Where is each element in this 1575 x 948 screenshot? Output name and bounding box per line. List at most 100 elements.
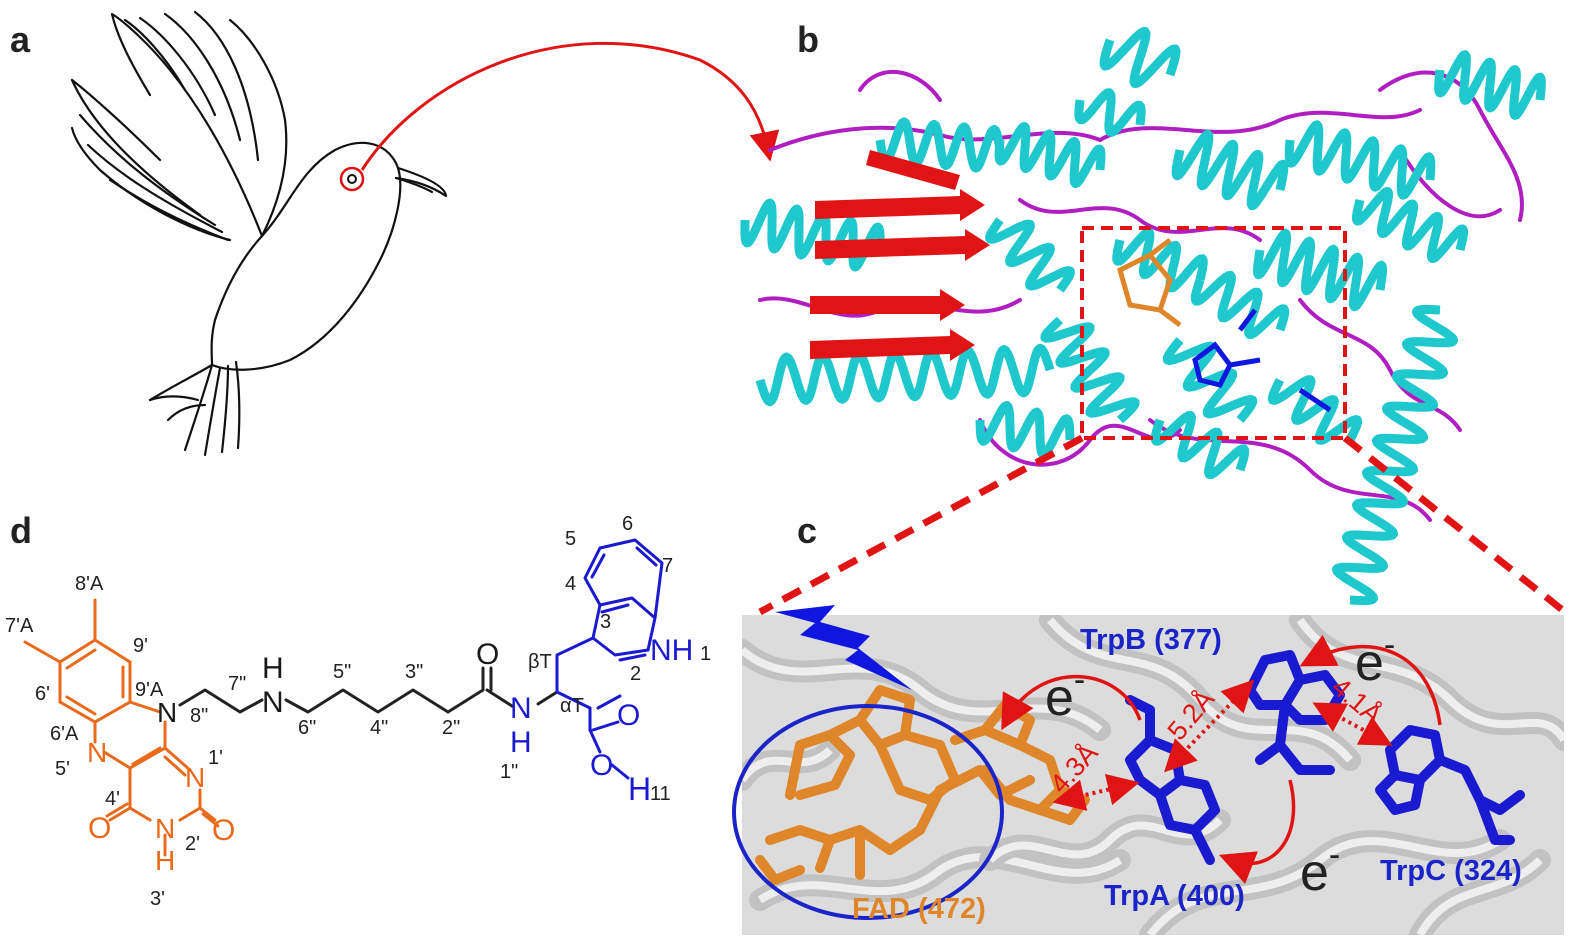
panel-letter-a: a [10, 19, 31, 60]
grey-ribbon-highlight-1 [757, 853, 1123, 904]
helix-8 [1253, 228, 1387, 312]
isoalloxazine-bonds [23, 598, 220, 857]
pos-indole-5: 5 [565, 528, 576, 550]
helix-12 [985, 217, 1075, 293]
beta-strand-1 [815, 229, 990, 261]
helix-16 [1267, 375, 1363, 445]
panel-letter-c: c [797, 510, 817, 551]
electron-arrow-2 [1218, 779, 1296, 884]
panel-a: a [10, 10, 780, 457]
atom-N3: N [155, 813, 175, 844]
atom-H3: H [155, 845, 175, 876]
eye-icon [347, 174, 357, 184]
pos-4dp: 4" [370, 717, 388, 739]
beta-strand-3 [810, 329, 975, 361]
hummingbird-drawing [70, 10, 448, 457]
eye-highlight [339, 166, 365, 192]
helix-19 [1190, 271, 1290, 339]
fad-small [1117, 238, 1182, 327]
helix-2 [875, 117, 1005, 173]
structure-position-labels: 8'A 7'A 9' 9'A 6' 6'A 5' 1' 4' 2' 3' 8" … [5, 513, 711, 910]
distance-arrow-trpA-trpB [1164, 679, 1255, 773]
grey-ribbon-highlight-4 [1146, 836, 1503, 935]
trpB-label: TrpB (377) [1080, 624, 1222, 656]
helix-13 [1112, 227, 1208, 293]
pos-1dp: 1" [500, 761, 518, 783]
helix-1 [755, 343, 1055, 407]
tryptophan-bonds [555, 538, 664, 780]
atom-O-acid: O [617, 699, 640, 732]
pos-6A: 6'A [50, 723, 79, 745]
pos-8dp: 8" [190, 705, 208, 727]
zoom-line-right [1342, 435, 1568, 615]
pos-6dp: 6" [298, 717, 316, 739]
helix-18 [1352, 187, 1468, 263]
grey-ribbon-highlight-3 [1296, 617, 1564, 743]
atom-O-amide: O [476, 638, 499, 671]
trp-small [1192, 308, 1332, 413]
helix-5 [1171, 129, 1289, 211]
pos-3p: 3' [150, 888, 165, 910]
trpC-label: TrpC (324) [1380, 855, 1522, 887]
helix-6 [1040, 316, 1140, 424]
pos-indole-3: 3 [600, 611, 611, 633]
atom-N-amide: N [510, 692, 532, 725]
helix-0 [740, 198, 885, 272]
helix-9 [1284, 120, 1436, 200]
fad-molecule [755, 685, 1090, 885]
trpC-molecule [1375, 725, 1525, 845]
atom-N5: N [87, 737, 107, 768]
pos-5dp: 5" [333, 661, 351, 683]
distance-arrow-trpB-trpC [1312, 702, 1393, 746]
electron-label-3: e- [1355, 626, 1395, 692]
pos-indole-7: 7 [662, 555, 673, 577]
distance-arrow-fad-trpA [1052, 773, 1140, 811]
pos-indole-1: 1 [700, 643, 711, 665]
fad-ellipse [732, 704, 1004, 920]
atom-N1: N [185, 762, 205, 793]
atom-N10: N [157, 697, 177, 728]
panel-c: c [732, 510, 1564, 935]
fad-label: FAD (472) [852, 893, 986, 925]
pos-betaT: βT [528, 651, 552, 673]
linker-bonds [178, 666, 559, 714]
atom-NH-indole: NH [650, 634, 693, 667]
helix-10 [1434, 50, 1546, 120]
grey-ribbon-highlight-0 [742, 646, 1103, 734]
trpA-molecule [1125, 695, 1220, 865]
atom-H-amine: H [262, 652, 284, 685]
pos-indole-2: 2 [630, 663, 641, 685]
helix-11 [1332, 304, 1458, 606]
panel-d: d [5, 510, 711, 910]
zoom-box [1080, 226, 1347, 440]
helix-4 [1099, 27, 1181, 88]
loop-9 [1398, 148, 1502, 219]
structure-atom-labels: N N N N H O O N H O N H O O H NH [87, 634, 693, 876]
loop-2 [1098, 108, 1422, 142]
zoom-line-left [758, 434, 1084, 616]
atom-O2: O [212, 814, 235, 847]
electron-arrow-1 [1001, 674, 1142, 731]
pos-2dp: 2" [442, 717, 460, 739]
pos-6p: 6' [35, 683, 50, 705]
pos-3dp: 3" [405, 661, 423, 683]
beta-strand-2 [810, 289, 965, 321]
pos-5p: 5' [55, 758, 70, 780]
helix-14 [1074, 88, 1146, 137]
atom-H-amide: H [510, 726, 532, 759]
grey-ribbon-highlight-7 [742, 746, 833, 783]
panel-letter-b: b [797, 19, 819, 60]
pos-8A: 8'A [75, 573, 104, 595]
loop-8 [858, 70, 942, 102]
electron-label-1: e- [1045, 661, 1085, 727]
pos-1p: 1' [208, 747, 223, 769]
electron-label-2: e- [1300, 836, 1340, 902]
atom-N-amine: N [262, 686, 284, 719]
loop-4 [1378, 70, 1524, 222]
pos-indole-6: 6 [622, 513, 633, 535]
beta-strand-0 [815, 189, 985, 221]
grey-ribbon-highlight-5 [987, 817, 1223, 863]
pos-2p: 2' [185, 833, 200, 855]
loop-6 [1298, 298, 1462, 432]
